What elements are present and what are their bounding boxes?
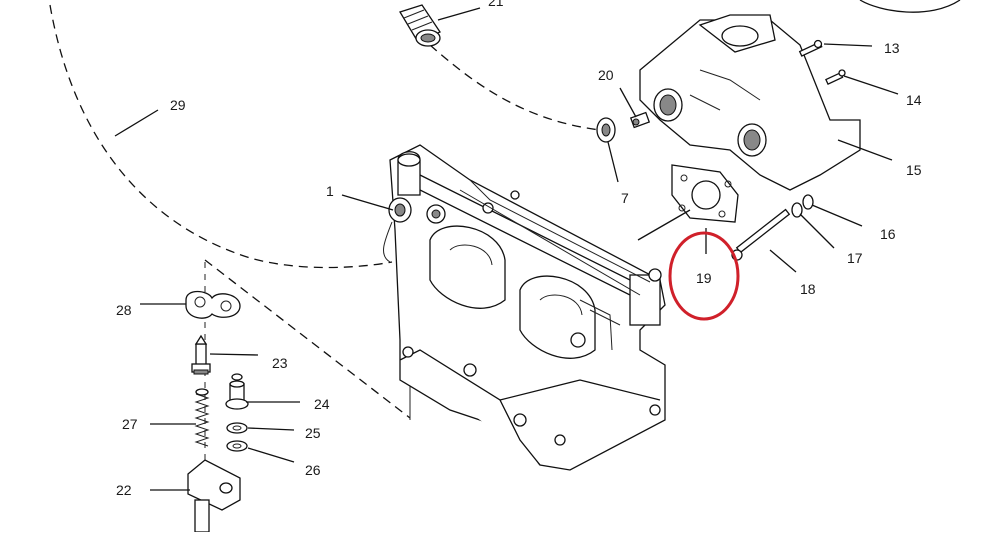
callout-22: 23 [272,355,288,371]
leader-lines [114,7,899,491]
callout-labels: 21 20 7 13 14 15 16 17 18 19 1 29 28 23 … [116,0,922,498]
leader-18 [769,249,797,273]
leader-16 [811,204,863,227]
leader-13 [823,43,873,47]
spring-27 [194,388,210,447]
gasket-28 [185,290,241,319]
hose-21-20 [429,44,601,131]
hose-29 [49,4,393,269]
callout-26: 22 [116,482,132,498]
leader-1 [341,194,394,211]
bolt-14 [825,69,846,85]
washer-25 [226,440,248,452]
fitting-1 [388,197,446,224]
leader-20 [619,87,637,118]
washer-17 [791,202,803,218]
exhaust-manifold-15 [639,14,861,191]
callout-16: 16 [880,226,896,242]
callout-17: 17 [847,250,863,266]
leader-21 [437,7,481,21]
stud-18 [731,208,791,261]
leader-22 [209,353,259,356]
callout-1: 1 [326,183,334,199]
bolt-13 [798,39,823,57]
gasket-19 [671,164,739,223]
callout-28: 28 [116,302,132,318]
callout-7: 7 [621,190,629,206]
leader-29 [114,109,159,137]
callout-18: 18 [800,281,816,297]
callout-29: 29 [170,97,186,113]
nut-16 [802,194,814,210]
centerline-left [204,259,411,419]
callout-20: 20 [598,67,614,83]
callout-15: 15 [906,162,922,178]
callout-23: 24 [314,396,330,412]
callout-27: 27 [122,416,138,432]
highlight-circle-19 [668,231,740,321]
callout-14: 14 [906,92,922,108]
clamp-7 [596,117,616,143]
callout-21: 21 [488,0,504,9]
leader-24 [247,427,295,431]
leader-19a [637,209,691,241]
callout-13: 13 [884,40,900,56]
leader-7 [607,141,619,183]
fitting-20 [629,111,651,129]
callout-25: 26 [305,462,321,478]
hose-top-right [859,0,961,13]
cylinder-block [389,144,666,471]
sensor-22 [191,334,211,375]
callout-24: 25 [305,425,321,441]
leader-14 [843,75,899,95]
screw-23 [225,373,249,410]
leader-15 [837,139,893,161]
washer-24 [226,422,248,434]
fitting-21 [399,4,441,47]
leader-17 [799,213,835,249]
hose-1-lower [383,221,393,263]
housing-26 [187,459,241,533]
leader-25 [247,447,295,463]
callout-19: 19 [696,270,712,286]
